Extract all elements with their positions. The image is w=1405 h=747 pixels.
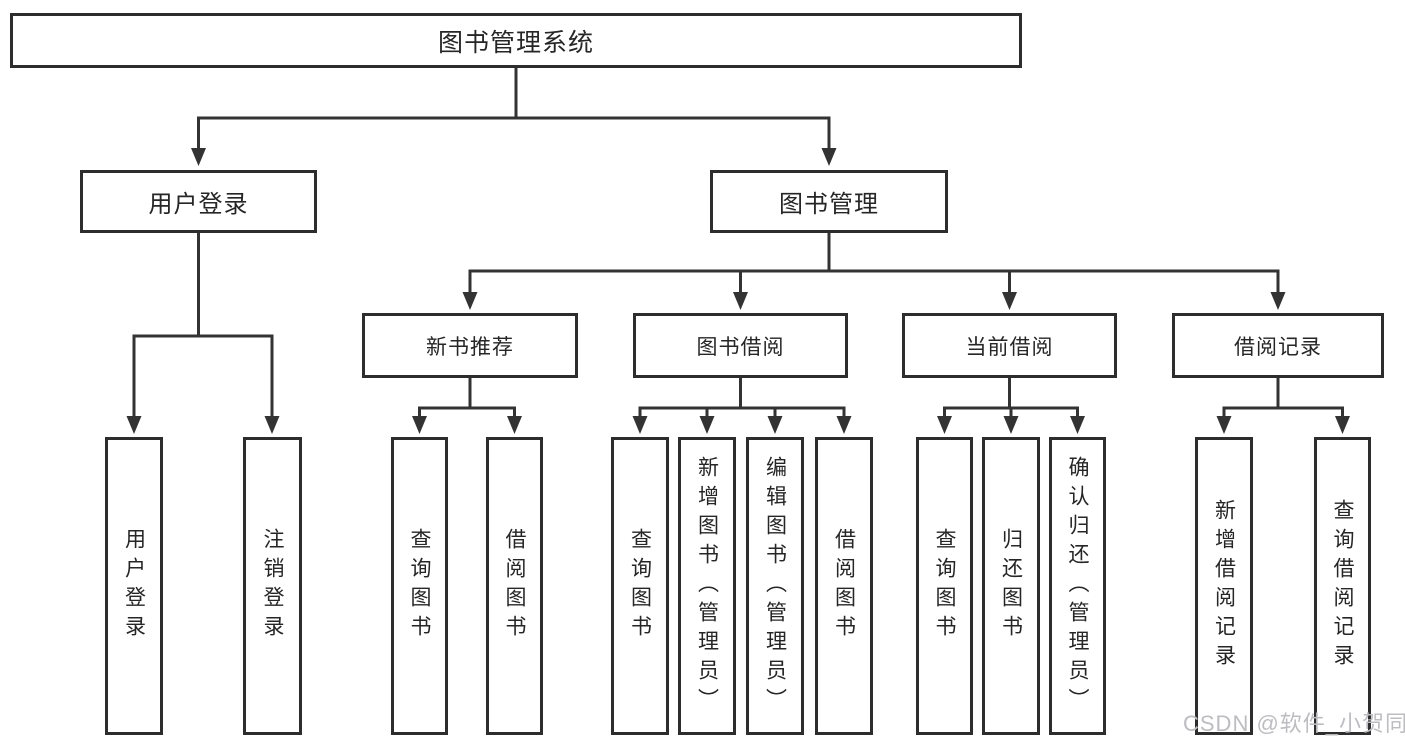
- connector-newbook-bar: [418, 406, 516, 420]
- userlogin-arrowheads: [126, 416, 280, 434]
- leaf-query-books-current: 查询图书: [916, 437, 973, 735]
- leaf-return-book: 归还图书: [982, 437, 1040, 735]
- leaf-arrowheads: [412, 416, 1350, 434]
- node-new-book-recommend-label: 新书推荐: [426, 335, 514, 359]
- leaf-query-books-recommend-label: 查询图书: [408, 528, 431, 644]
- leaf-query-borrow-record-label: 查询借阅记录: [1331, 499, 1354, 673]
- node-user-login-label: 用户登录: [148, 191, 249, 218]
- node-borrow-records-label: 借阅记录: [1234, 335, 1322, 359]
- leaf-query-borrow-record: 查询借阅记录: [1314, 437, 1371, 735]
- leaf-borrow-books: 借阅图书: [815, 437, 873, 735]
- connector-bookborrow-bar: [638, 406, 846, 420]
- level3-arrowheads: [462, 292, 1286, 310]
- node-current-borrow-label: 当前借阅: [965, 335, 1054, 359]
- leaf-query-books-borrow-label: 查询图书: [628, 528, 652, 644]
- leaf-return-book-label: 归还图书: [999, 528, 1023, 644]
- leaf-add-borrow-record-label: 新增借阅记录: [1212, 499, 1236, 673]
- leaf-user-login: 用户登录: [105, 437, 163, 735]
- leaf-query-books-recommend: 查询图书: [391, 437, 448, 735]
- leaf-add-book-admin: 新增图书（管理员）: [678, 437, 736, 735]
- connector-level2-bar: [197, 116, 831, 152]
- node-root-label: 图书管理系统: [437, 28, 594, 57]
- level2-arrowheads: [191, 148, 837, 166]
- connector-level3-bar: [468, 269, 1280, 294]
- leaf-borrow-books-recommend: 借阅图书: [486, 437, 543, 735]
- node-user-login: 用户登录: [80, 170, 317, 233]
- leaf-add-book-admin-label: 新增图书（管理员）: [695, 455, 719, 717]
- node-borrow-records: 借阅记录: [1172, 313, 1384, 378]
- leaf-edit-book-admin-label: 编辑图书（管理员）: [763, 455, 787, 717]
- leaf-user-login-label: 用户登录: [122, 528, 146, 644]
- node-book-management: 图书管理: [710, 170, 948, 233]
- leaf-confirm-return-admin: 确认归还（管理员）: [1049, 437, 1106, 735]
- leaf-confirm-return-admin-label: 确认归还（管理员）: [1066, 455, 1089, 717]
- node-current-borrow: 当前借阅: [902, 313, 1117, 378]
- connector-userlogin-bar: [132, 334, 274, 420]
- leaf-logout: 注销登录: [243, 437, 302, 735]
- leaf-borrow-books-label: 借阅图书: [832, 528, 856, 644]
- leaf-query-books-current-label: 查询图书: [933, 528, 956, 644]
- node-root-system: 图书管理系统: [10, 13, 1022, 68]
- node-book-management-label: 图书管理: [779, 191, 879, 218]
- csdn-watermark: CSDN @软件_小贺同学: [1183, 711, 1405, 736]
- leaf-borrow-books-recommend-label: 借阅图书: [503, 528, 526, 644]
- leaf-add-borrow-record: 新增借阅记录: [1195, 437, 1253, 735]
- node-book-borrow-label: 图书借阅: [696, 335, 785, 359]
- leaf-query-books-borrow: 查询图书: [611, 437, 669, 735]
- leaf-logout-label: 注销登录: [261, 528, 284, 644]
- node-book-borrow: 图书借阅: [633, 313, 848, 378]
- node-new-book-recommend: 新书推荐: [362, 313, 578, 378]
- connector-borrowrecords-bar: [1222, 406, 1344, 420]
- leaf-edit-book-admin: 编辑图书（管理员）: [746, 437, 804, 735]
